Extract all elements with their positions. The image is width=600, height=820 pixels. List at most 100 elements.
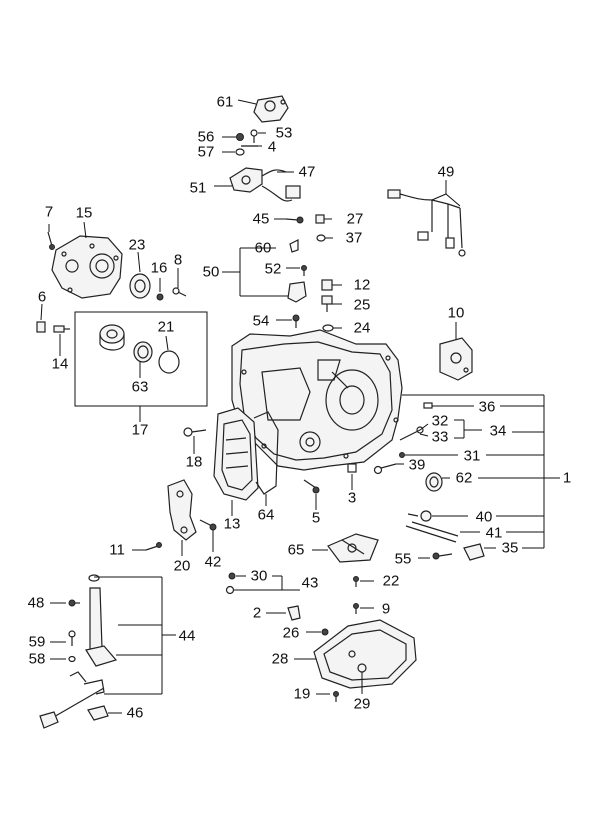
label-11: 11 [109, 541, 125, 559]
label-29: 29 [353, 695, 371, 713]
label-25: 25 [353, 296, 371, 314]
part-9-bolt [353, 603, 374, 614]
part-2-sensor [266, 605, 301, 621]
part-51-range-switch [214, 167, 301, 202]
part-40-washer [407, 510, 468, 522]
label-6: 6 [37, 288, 47, 306]
label-45: 45 [252, 210, 270, 228]
label-1: 1 [562, 469, 572, 487]
label-47: 47 [298, 163, 316, 181]
group-17-box [74, 311, 208, 422]
part-10-mount [439, 322, 473, 381]
part-63-ring [133, 341, 153, 378]
label-64: 64 [257, 506, 275, 524]
part-5-bolt [303, 479, 320, 510]
part-18-bolt [183, 427, 207, 454]
label-22: 22 [382, 572, 400, 590]
label-7: 7 [44, 203, 54, 221]
part-22-bolt [353, 576, 374, 587]
label-57: 57 [197, 143, 215, 161]
part-42-bolt [199, 519, 217, 552]
group-50-bracket [222, 239, 307, 303]
part-23-seal [129, 251, 151, 299]
part-17-clutch-hub [99, 324, 125, 351]
part-26-nut [306, 628, 329, 636]
label-12: 12 [353, 276, 371, 294]
label-32: 32 [431, 412, 449, 430]
part-37-o-ring [316, 234, 333, 242]
part-64-gasket [253, 411, 279, 506]
label-43: 43 [301, 574, 319, 592]
group-44-manual-shaft [39, 574, 176, 729]
part-54-bolt [276, 314, 300, 328]
part-19-bolt [316, 691, 339, 702]
part-45-bolt [274, 216, 304, 224]
part-27-fitting [315, 214, 332, 224]
label-52: 52 [264, 260, 282, 278]
part-24-o-ring [322, 324, 342, 332]
part-31-plug [399, 452, 458, 458]
label-59: 59 [28, 633, 46, 651]
part-7-bolt [47, 224, 55, 250]
label-63: 63 [131, 378, 149, 396]
label-15: 15 [75, 204, 93, 222]
part-16-nut [156, 278, 164, 301]
label-61: 61 [216, 93, 234, 111]
part-53-bolt [250, 129, 266, 143]
label-33: 33 [431, 428, 449, 446]
label-56: 56 [197, 128, 215, 146]
label-20: 20 [173, 557, 191, 575]
part-48-bolt [50, 599, 80, 607]
label-55: 55 [394, 550, 412, 568]
label-16: 16 [150, 259, 168, 277]
part-25-fitting [321, 295, 342, 312]
label-40: 40 [475, 508, 493, 526]
label-46: 46 [126, 704, 144, 722]
part-65-plate [312, 533, 379, 563]
part-13-side-cover [213, 407, 259, 516]
part-46-link [87, 705, 122, 721]
part-20-bracket [167, 479, 197, 556]
label-5: 5 [311, 509, 321, 527]
part-41-shaft [405, 521, 480, 543]
label-26: 26 [282, 624, 300, 642]
label-49: 49 [437, 163, 455, 181]
part-35-bracket [463, 543, 496, 561]
part-55-bolt [418, 552, 453, 560]
label-62: 62 [455, 469, 473, 487]
part-14-plug [53, 325, 70, 356]
part-61-switch [237, 95, 289, 123]
part-57-washer [222, 148, 245, 156]
label-54: 54 [252, 312, 270, 330]
part-12-plug [321, 279, 342, 291]
label-58: 58 [28, 650, 46, 668]
label-19: 19 [293, 685, 311, 703]
label-17: 17 [131, 421, 149, 439]
label-37: 37 [345, 229, 363, 247]
label-4: 4 [267, 138, 277, 156]
part-29-drain-plug [357, 663, 367, 694]
label-34: 34 [489, 422, 507, 440]
part-52-bolt [286, 265, 307, 276]
label-24: 24 [353, 319, 371, 337]
part-32-33-shaft [399, 423, 429, 441]
label-50: 50 [202, 263, 220, 281]
label-36: 36 [478, 398, 496, 416]
label-51: 51 [189, 179, 207, 197]
label-13: 13 [223, 515, 241, 533]
part-60-clip [289, 239, 299, 253]
label-60: 60 [254, 239, 272, 257]
label-21: 21 [157, 318, 175, 336]
label-2: 2 [252, 604, 262, 622]
part-15-pump-cover [51, 221, 123, 299]
part-49-wiring-harness [387, 180, 466, 257]
part-21-o-ring [158, 335, 180, 374]
label-18: 18 [185, 453, 203, 471]
group-43 [225, 572, 300, 595]
label-27: 27 [346, 210, 364, 228]
part-58-washer [50, 655, 76, 663]
part-62-seal [425, 472, 450, 492]
label-28: 28 [271, 650, 289, 668]
part-28-oil-pan [294, 619, 417, 689]
label-8: 8 [173, 251, 183, 269]
